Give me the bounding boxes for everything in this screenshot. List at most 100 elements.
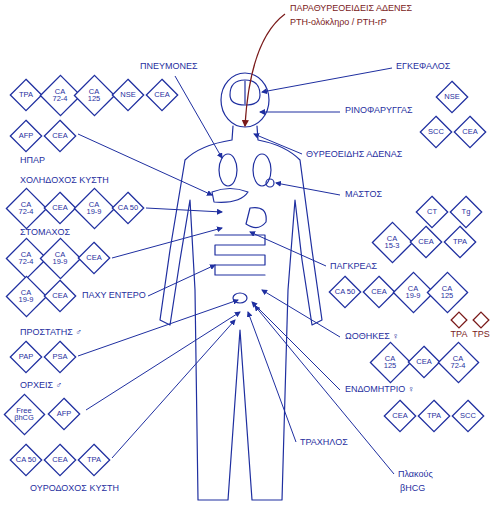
diamond-shape <box>452 400 483 431</box>
marker-diamond: CEA <box>146 79 178 111</box>
leader-line <box>86 312 240 410</box>
marker-diamond: TPA <box>448 312 470 340</box>
marker-name: CA 50 <box>335 288 355 296</box>
leader-line <box>262 68 392 92</box>
marker-text-holder: CA 19-9 <box>15 289 37 304</box>
brain-fissure <box>244 81 245 104</box>
marker-name: CA 19-9 <box>15 289 37 304</box>
marker-name: CA 125 <box>83 88 105 103</box>
leader-line <box>276 183 340 195</box>
marker-diamond: CT <box>416 196 448 228</box>
diamond-shape <box>44 120 75 151</box>
marker-diamond: CA 50 <box>112 192 144 224</box>
marker-diamond: CEA <box>410 226 442 258</box>
marker-name: NSE <box>444 93 459 101</box>
marker-name: CA 72-4 <box>15 201 37 216</box>
diamond-shape <box>451 312 467 328</box>
marker-diamond: SCC <box>452 400 484 432</box>
marker-text-holder: CEA <box>462 128 477 136</box>
marker-text-holder: CA 72-4 <box>15 201 37 216</box>
marker-name: CA 19-9 <box>49 251 71 266</box>
marker-name: CA 125 <box>436 285 458 300</box>
organ-label: βHCG <box>400 484 425 494</box>
marker-name: CA 15-3 <box>381 235 403 250</box>
marker-name: CEA <box>416 358 431 366</box>
intestine-shape <box>215 235 265 275</box>
marker-text-holder: AFP <box>19 132 34 140</box>
diamond-shape <box>416 196 447 227</box>
marker-text-holder: CA 19-9 <box>402 285 424 300</box>
marker-text-holder: CEA <box>392 412 407 420</box>
liver-shape <box>212 189 248 203</box>
diamond-shape <box>40 238 80 278</box>
marker-name: CEA <box>154 91 169 99</box>
marker-diamond: AFP <box>48 398 80 430</box>
marker-text-holder: CEA <box>154 91 169 99</box>
diamond-shape <box>44 192 75 223</box>
stomach-shape <box>246 208 266 228</box>
leader-line <box>146 208 222 212</box>
diamond-shape <box>146 79 177 110</box>
marker-name: SCC <box>428 128 444 136</box>
marker-name: CA 19-9 <box>402 285 424 300</box>
organ-label: ΕΝΔΟΜΗΤΡΙΟ ♀ <box>345 385 415 395</box>
marker-diamond: Tg <box>450 196 482 228</box>
marker-name: CEA <box>52 292 67 300</box>
marker-text-holder: CEA <box>52 132 67 140</box>
organ-label: ΕΓΚΕΦΑΛΟΣ <box>396 62 450 72</box>
marker-text-holder: NSE <box>120 91 135 99</box>
marker-name: TPA <box>19 91 33 99</box>
marker-name: SCC <box>460 412 476 420</box>
marker-name: CA 50 <box>16 456 36 464</box>
marker-diamond: CA 125 <box>370 342 411 383</box>
leader-line <box>254 134 302 154</box>
marker-text-holder: SCC <box>460 412 476 420</box>
marker-text-holder: CA 72-4 <box>15 251 37 266</box>
diamond-shape <box>48 398 79 429</box>
diamond-shape <box>450 196 481 227</box>
marker-name: CEA <box>52 132 67 140</box>
marker-diamond: TPA <box>418 400 450 432</box>
diamond-shape <box>10 120 41 151</box>
diamond-shape <box>427 272 467 312</box>
marker-name: TPA <box>448 330 470 340</box>
marker-name: Tg <box>462 208 471 216</box>
organ-label: ΟΡΧΕΙΣ ♂ <box>20 381 62 391</box>
diamond-shape <box>444 226 475 257</box>
marker-name: CEA <box>52 204 67 212</box>
organ-label: ΟΥΡΟΔΟΧΟΣ ΚΥΣΤΗ <box>30 484 119 494</box>
brain-outline <box>230 80 260 105</box>
marker-diamond: PAP <box>10 341 42 373</box>
diamond-shape <box>363 276 394 307</box>
marker-diamond: SCC <box>420 116 452 148</box>
marker-text-holder: Free βhCG <box>13 407 35 422</box>
marker-name: CEA <box>462 128 477 136</box>
marker-text-holder: PSA <box>52 353 67 361</box>
marker-diamond: CA 125 <box>74 75 115 116</box>
organ-label: ΠΑΧΥ ΕΝΤΕΡΟ <box>82 291 146 301</box>
marker-diamond: CA 72-4 <box>6 188 47 229</box>
marker-text-holder: CA 50 <box>16 456 36 464</box>
diamond-shape <box>112 79 143 110</box>
diamond-shape <box>10 341 41 372</box>
diamond-shape <box>436 81 467 112</box>
marker-text-holder: TPA <box>427 412 441 420</box>
leader-line <box>112 320 235 458</box>
marker-diamond: CEA <box>454 116 486 148</box>
marker-name: CEA <box>52 456 67 464</box>
diamond-shape <box>78 242 109 273</box>
marker-diamond: CEA <box>44 280 76 312</box>
marker-name: TPA <box>87 456 101 464</box>
marker-diamond: CA 125 <box>427 272 468 313</box>
diamond-shape <box>44 341 75 372</box>
marker-name: CA 19-9 <box>83 201 105 216</box>
marker-name: TPA <box>427 412 441 420</box>
leader-line <box>148 265 215 296</box>
diamond-shape <box>384 400 415 431</box>
organ-label: ΜΑΣΤΟΣ <box>345 190 382 200</box>
marker-text-holder: CEA <box>52 456 67 464</box>
marker-diamond: PSA <box>44 341 76 373</box>
marker-name: NSE <box>120 91 135 99</box>
marker-diamond: CA 19-9 <box>74 188 115 229</box>
marker-text-holder: CA 15-3 <box>381 235 403 250</box>
